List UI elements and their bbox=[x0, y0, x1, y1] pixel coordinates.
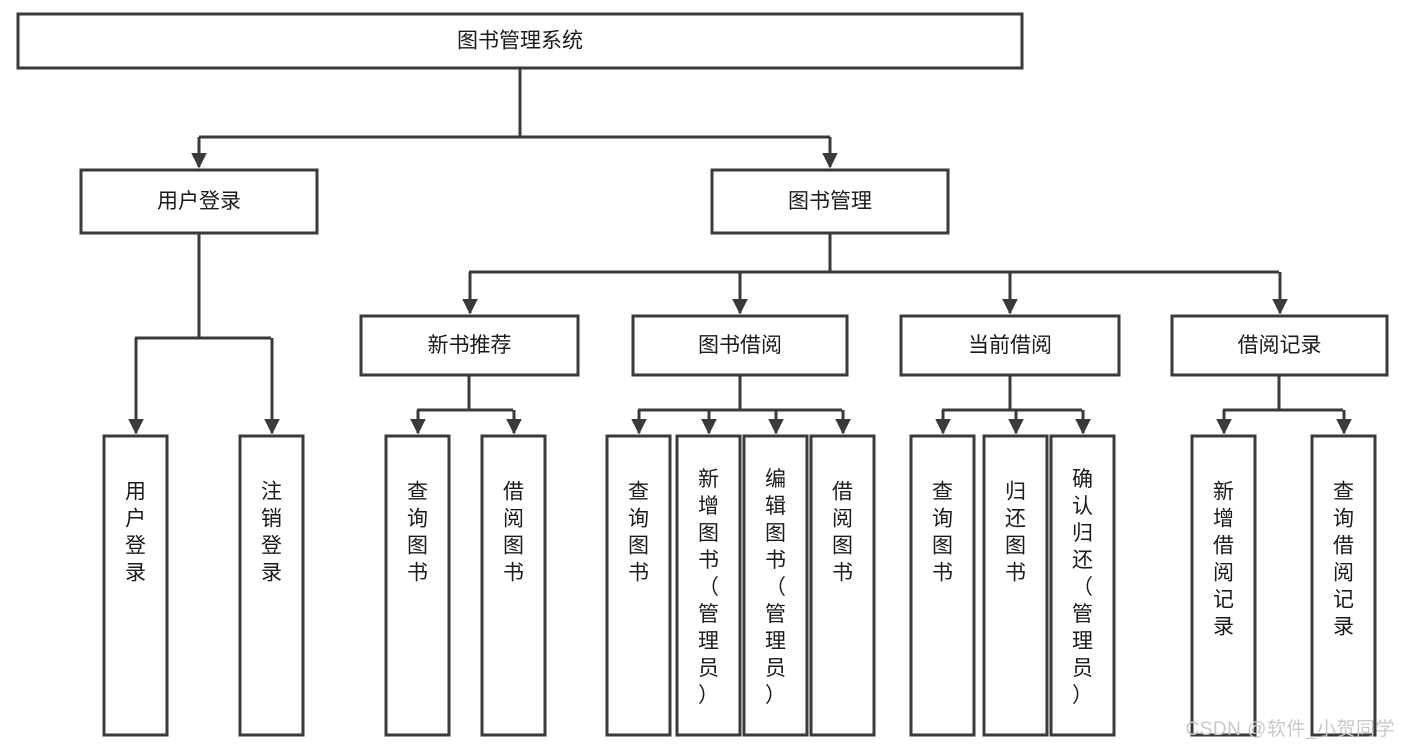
node-label-leaf-query-books-borrow: 查询图书 bbox=[628, 480, 649, 584]
node-box-borrow-records[interactable] bbox=[1170, 314, 1389, 377]
node-box-leaf-logout[interactable] bbox=[238, 434, 305, 737]
node-label-book-borrow: 图书借阅 bbox=[698, 334, 782, 357]
node-label-borrow-records: 借阅记录 bbox=[1238, 334, 1322, 357]
node-label-leaf-confirm-return-admin: 确认归还（管理员） bbox=[1072, 468, 1093, 707]
node-box-current-borrow[interactable] bbox=[899, 314, 1121, 377]
watermark-text: CSDN @软件_小贺同学 bbox=[1185, 719, 1395, 740]
node-leaf-edit-book-admin[interactable]: 编辑图书（管理员） bbox=[742, 434, 809, 737]
node-root[interactable]: 图书管理系统 bbox=[16, 12, 1024, 70]
node-borrow-records[interactable]: 借阅记录 bbox=[1170, 314, 1389, 377]
node-leaf-add-record[interactable]: 新增借阅记录 bbox=[1190, 434, 1257, 737]
node-box-book-borrow[interactable] bbox=[631, 314, 849, 377]
node-book-management[interactable]: 图书管理 bbox=[710, 168, 950, 235]
node-box-leaf-add-record[interactable] bbox=[1190, 434, 1257, 737]
node-leaf-logout[interactable]: 注销登录 bbox=[238, 434, 305, 737]
node-label-leaf-query-books-rec: 查询图书 bbox=[407, 480, 428, 584]
node-box-leaf-user-login[interactable] bbox=[102, 434, 169, 737]
node-label-leaf-add-book-admin: 新增图书（管理员） bbox=[698, 468, 719, 707]
node-leaf-query-record[interactable]: 查询借阅记录 bbox=[1310, 434, 1377, 737]
node-leaf-query-books-current[interactable]: 查询图书 bbox=[909, 434, 976, 737]
node-label-leaf-add-record: 新增借阅记录 bbox=[1213, 480, 1234, 638]
node-box-user-login[interactable] bbox=[79, 168, 319, 235]
node-box-leaf-add-book-admin[interactable] bbox=[675, 434, 742, 737]
node-book-borrow[interactable]: 图书借阅 bbox=[631, 314, 849, 377]
node-box-new-book-recommend[interactable] bbox=[359, 314, 580, 377]
node-label-new-book-recommend: 新书推荐 bbox=[428, 334, 512, 357]
node-leaf-borrow-book[interactable]: 借阅图书 bbox=[809, 434, 876, 737]
connectors-layer bbox=[128, 68, 1352, 435]
connector-group-bus-root bbox=[199, 68, 830, 139]
node-user-login[interactable]: 用户登录 bbox=[79, 168, 319, 235]
node-label-current-borrow: 当前借阅 bbox=[968, 334, 1052, 357]
node-box-root[interactable] bbox=[16, 12, 1024, 70]
node-leaf-user-login[interactable]: 用户登录 bbox=[102, 434, 169, 737]
node-box-leaf-return-book[interactable] bbox=[982, 434, 1049, 737]
node-leaf-confirm-return-admin[interactable]: 确认归还（管理员） bbox=[1049, 434, 1116, 737]
boxes-layer: 图书管理系统用户登录图书管理新书推荐图书借阅当前借阅借阅记录用户登录注销登录查询… bbox=[16, 12, 1389, 737]
connector-group-bus-record-leaf bbox=[1223, 375, 1343, 412]
connector-group-bus-current-leaf bbox=[942, 375, 1082, 412]
node-box-leaf-borrow-book[interactable] bbox=[809, 434, 876, 737]
connector-group-bus-books bbox=[469, 233, 1279, 274]
node-box-leaf-borrow-books-rec[interactable] bbox=[480, 434, 547, 737]
node-leaf-borrow-books-rec[interactable]: 借阅图书 bbox=[480, 434, 547, 737]
node-box-leaf-query-record[interactable] bbox=[1310, 434, 1377, 737]
node-label-leaf-query-record: 查询借阅记录 bbox=[1333, 480, 1354, 638]
node-box-leaf-query-books-borrow[interactable] bbox=[605, 434, 672, 737]
node-leaf-add-book-admin[interactable]: 新增图书（管理员） bbox=[675, 434, 742, 737]
node-label-leaf-logout: 注销登录 bbox=[261, 480, 282, 584]
connector-group-bus-login-leaf bbox=[135, 233, 271, 340]
node-leaf-return-book[interactable]: 归还图书 bbox=[982, 434, 1049, 737]
node-label-leaf-borrow-book: 借阅图书 bbox=[832, 480, 853, 584]
node-label-book-management: 图书管理 bbox=[788, 190, 872, 213]
node-label-leaf-edit-book-admin: 编辑图书（管理员） bbox=[765, 468, 786, 707]
node-label-root: 图书管理系统 bbox=[457, 30, 583, 53]
node-box-book-management[interactable] bbox=[710, 168, 950, 235]
node-label-leaf-return-book: 归还图书 bbox=[1005, 480, 1026, 584]
node-current-borrow[interactable]: 当前借阅 bbox=[899, 314, 1121, 377]
connector-group-bus-borrow-leaf bbox=[638, 375, 842, 412]
node-box-leaf-query-books-rec[interactable] bbox=[384, 434, 451, 737]
node-label-user-login: 用户登录 bbox=[157, 190, 241, 213]
node-box-leaf-edit-book-admin[interactable] bbox=[742, 434, 809, 737]
node-leaf-query-books-borrow[interactable]: 查询图书 bbox=[605, 434, 672, 737]
node-label-leaf-query-books-current: 查询图书 bbox=[932, 480, 953, 584]
node-new-book-recommend[interactable]: 新书推荐 bbox=[359, 314, 580, 377]
node-label-leaf-user-login: 用户登录 bbox=[125, 480, 146, 584]
node-label-leaf-borrow-books-rec: 借阅图书 bbox=[503, 480, 524, 584]
node-leaf-query-books-rec[interactable]: 查询图书 bbox=[384, 434, 451, 737]
node-box-leaf-confirm-return-admin[interactable] bbox=[1049, 434, 1116, 737]
node-box-leaf-query-books-current[interactable] bbox=[909, 434, 976, 737]
connector-group-bus-rec-leaf bbox=[417, 375, 513, 412]
